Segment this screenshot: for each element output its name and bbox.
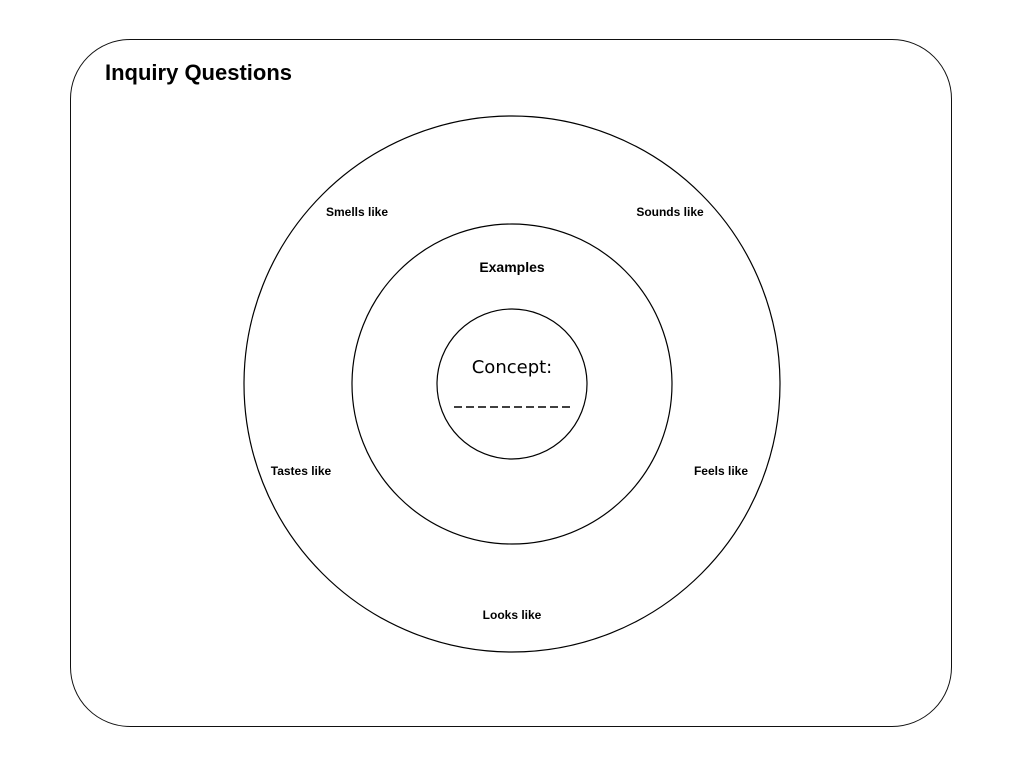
concept-label: Concept: <box>472 357 553 378</box>
page-title: Inquiry Questions <box>105 60 293 85</box>
tastes-like-label: Tastes like <box>271 464 332 478</box>
middle-ring <box>351 223 673 545</box>
sounds-like-label: Sounds like <box>636 205 704 219</box>
feels-like-label: Feels like <box>694 464 748 478</box>
outer-ring <box>243 115 781 653</box>
looks-like-label: Looks like <box>483 608 542 622</box>
worksheet-frame <box>70 39 952 727</box>
smells-like-label: Smells like <box>326 205 388 219</box>
examples-label: Examples <box>479 259 545 275</box>
center-circle <box>436 308 588 460</box>
